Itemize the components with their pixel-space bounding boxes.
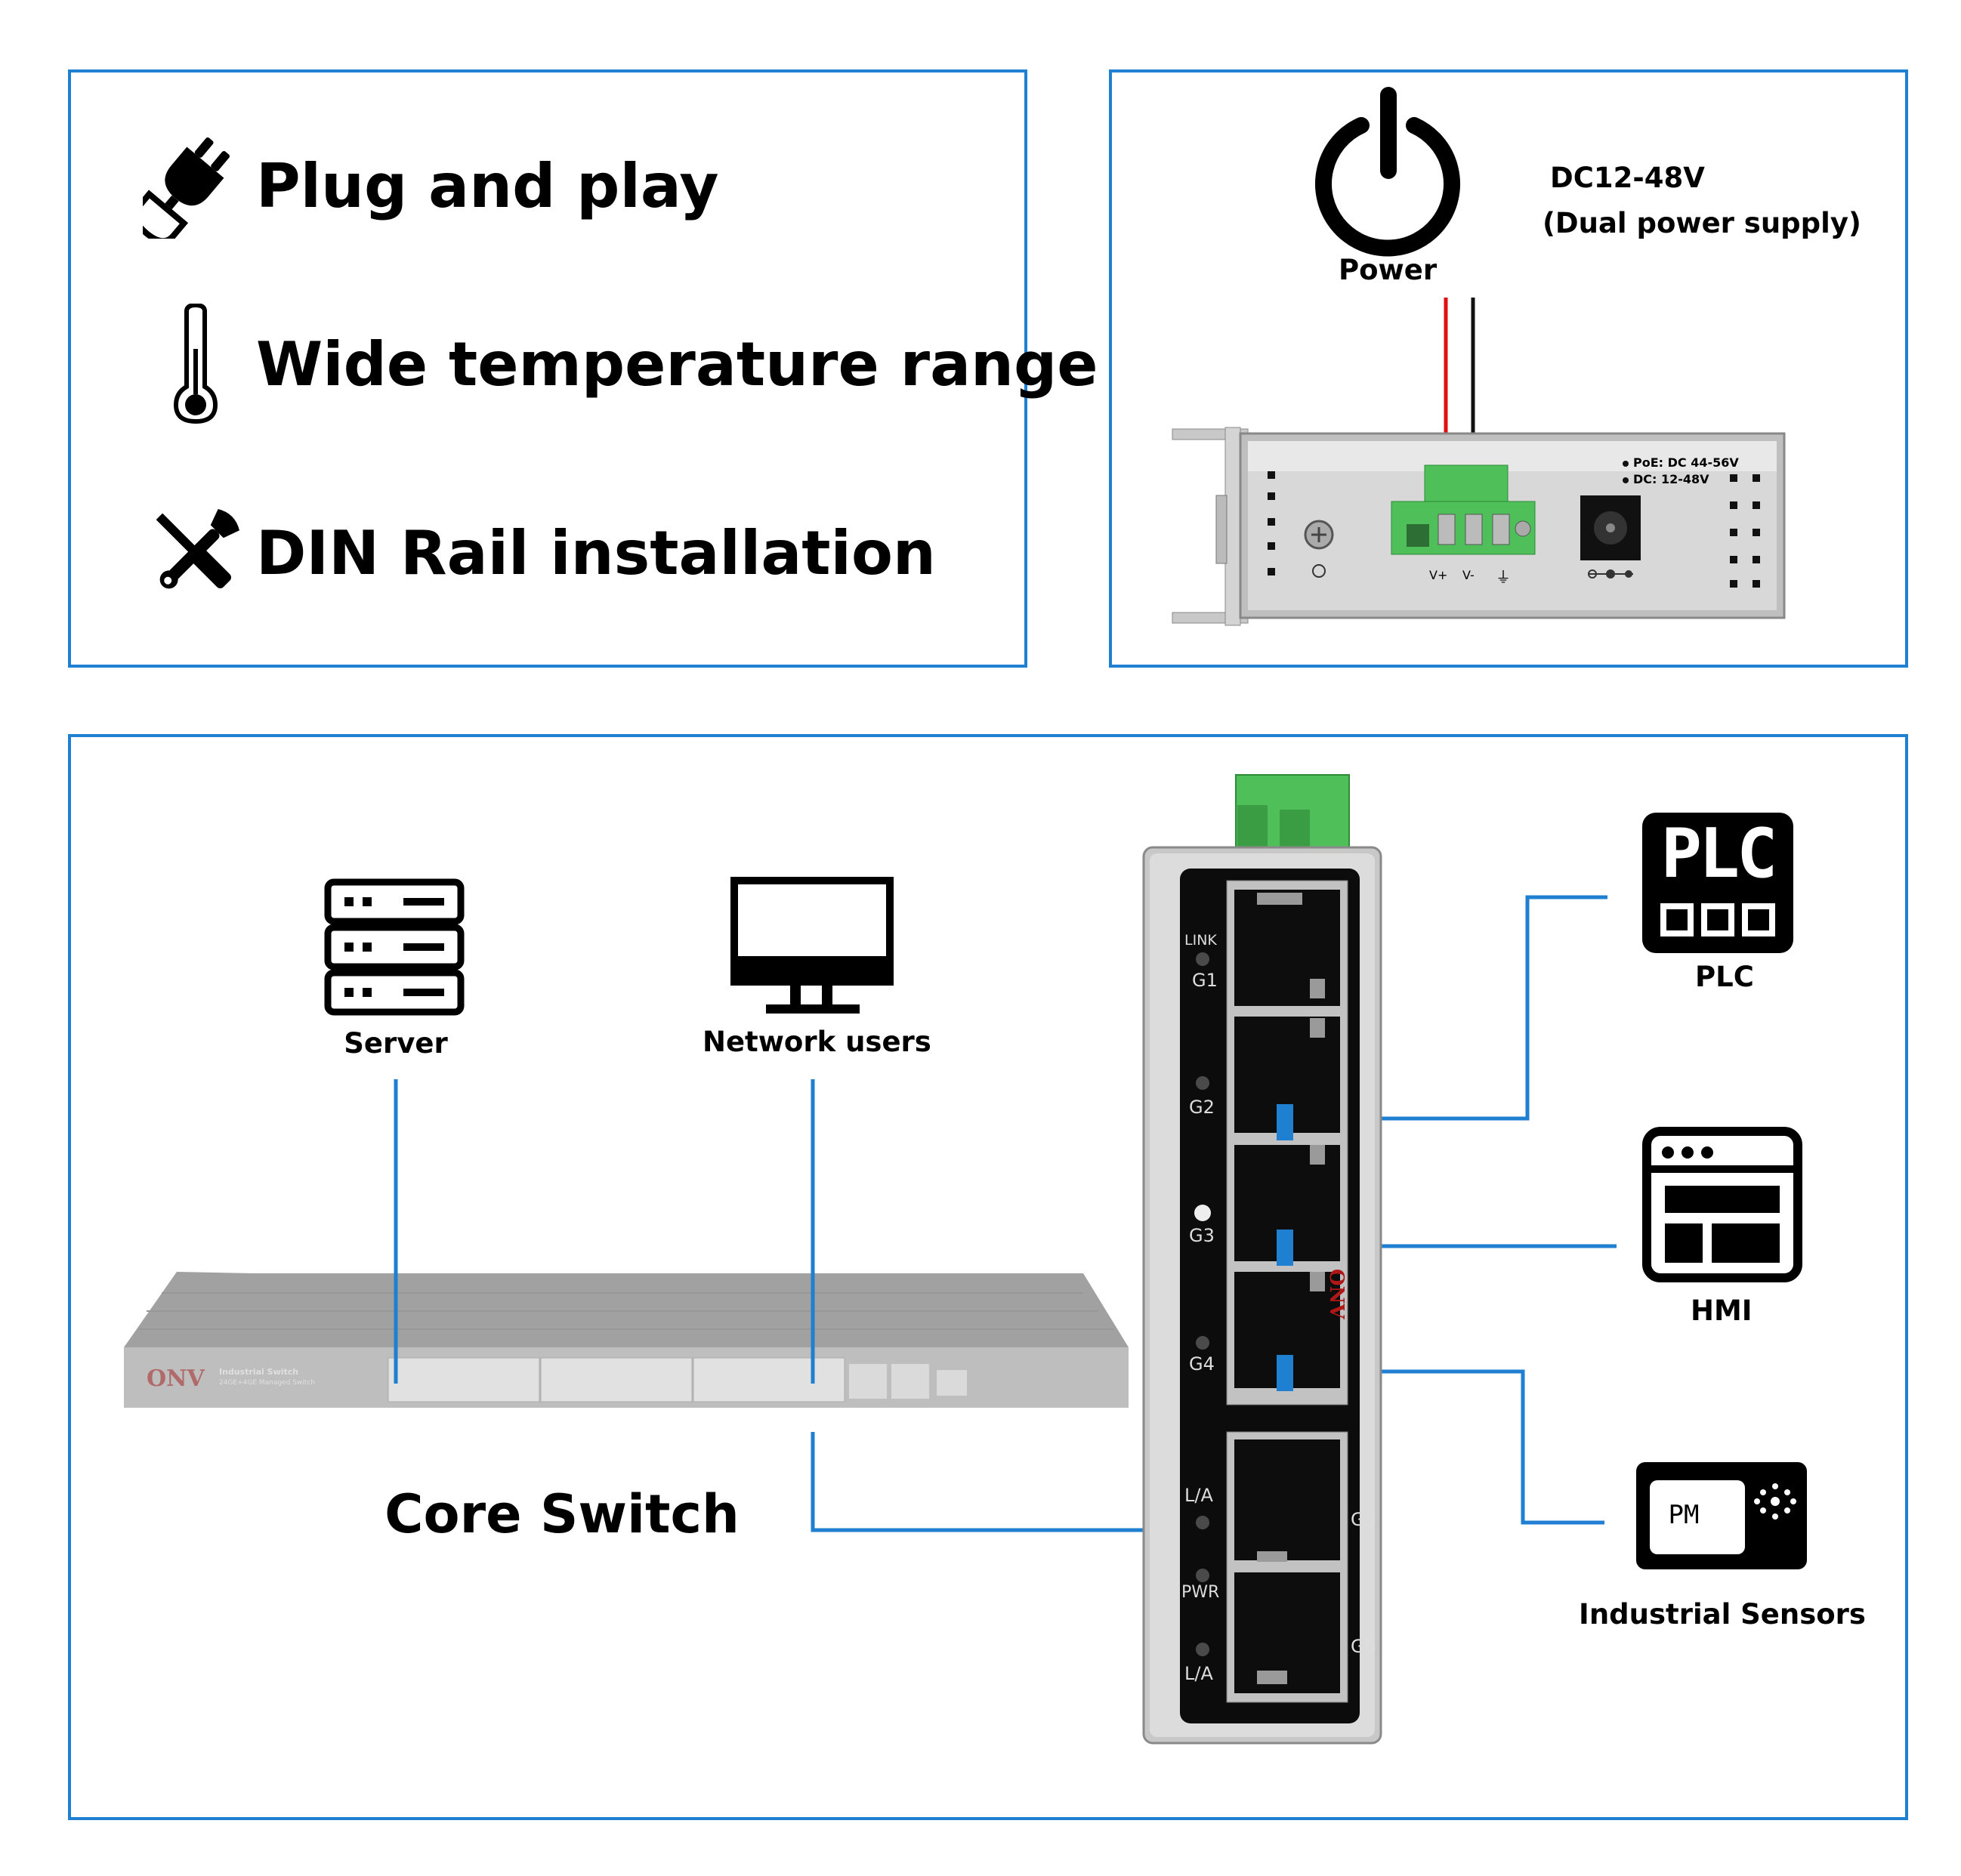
port-label-la-bottom: L/A: [1184, 1663, 1213, 1684]
port-label-link: LINK: [1184, 932, 1217, 949]
thermometer-icon: [135, 304, 256, 424]
plc-label: PLC: [1695, 961, 1754, 993]
server-label: Server: [344, 1027, 448, 1060]
poe-spec: PoE: DC 44-56V: [1633, 455, 1739, 470]
ground-screw: [1304, 520, 1334, 578]
network-panel: PLC PM Server Network users Core Switch …: [68, 734, 1908, 1820]
plc-icon: [1642, 813, 1793, 953]
terminal-block: [1391, 464, 1536, 555]
power-icon: [1315, 87, 1460, 257]
dc-spec: DC: 12-48V: [1633, 472, 1709, 486]
port-label-la-top: L/A: [1184, 1485, 1213, 1506]
port-g4-marker: [1277, 1355, 1293, 1391]
core-switch-brand: ONV: [147, 1365, 205, 1392]
hmi-icon: [1642, 1127, 1802, 1282]
core-to-g5-link: [811, 1432, 1284, 1532]
dc-jack: [1580, 495, 1641, 579]
plug-icon: [135, 125, 256, 246]
feature-plug-and-play: Plug and play: [135, 125, 719, 246]
feature-label: DIN Rail installation: [256, 517, 936, 588]
vent-dots-left: [1268, 471, 1275, 575]
port-g2-marker: [1277, 1104, 1293, 1140]
server-icon: [324, 878, 465, 1016]
terminal-label-vminus: V-: [1462, 568, 1475, 582]
port-g3-marker: [1277, 1230, 1293, 1266]
power-label: Power: [1339, 254, 1438, 286]
sensor-icon-text: PM: [1668, 1500, 1700, 1530]
core-switch-sub: 24GE+4GE Managed Switch: [219, 1379, 315, 1387]
connection-lines: [394, 895, 1617, 1532]
ground-symbol: ⏚: [1496, 568, 1511, 586]
sensors-label: Industrial Sensors: [1579, 1598, 1866, 1631]
feature-temperature: Wide temperature range: [135, 304, 1098, 424]
port-label-g3: G3: [1189, 1225, 1215, 1246]
rj45-lower-block: [1226, 1431, 1348, 1703]
din-switch-brand: ONV: [1325, 1269, 1348, 1319]
status-leds: [1194, 952, 1211, 1656]
port-label-pwr: PWR: [1181, 1583, 1220, 1602]
feature-din-rail: DIN Rail installation: [135, 492, 936, 613]
hmi-label: HMI: [1691, 1294, 1753, 1327]
din-clip: [1172, 427, 1249, 626]
port-label-g1: G1: [1192, 970, 1218, 991]
power-panel: Power DC12-48V (Dual power supply) PoE: …: [1109, 69, 1908, 668]
port-label-g2: G2: [1189, 1097, 1215, 1118]
port-label-g4: G4: [1189, 1353, 1215, 1375]
plc-icon-text: PLC: [1660, 814, 1778, 893]
plc-link: [1284, 895, 1607, 1121]
terminal-label-vplus: V+: [1429, 568, 1448, 582]
port-label-g5: G5: [1351, 1509, 1376, 1530]
monitor-icon: [730, 877, 894, 1014]
port-label-g6: G6: [1351, 1636, 1376, 1657]
sensor-icon: [1636, 1462, 1807, 1569]
feature-label: Wide temperature range: [256, 329, 1098, 400]
core-switch-label: Core Switch: [384, 1483, 740, 1545]
sensors-link: [1284, 1369, 1604, 1525]
features-panel: Plug and play Wide temperature range: [68, 69, 1098, 668]
switch-side-view: [1239, 432, 1786, 619]
rj45-upper-block: [1226, 880, 1348, 1405]
feature-label: Plug and play: [256, 150, 719, 221]
supply-note: (Dual power supply): [1543, 207, 1861, 239]
core-switch: [124, 1272, 1129, 1408]
core-switch-model: Industrial Switch: [219, 1367, 299, 1377]
voltage-label: DC12-48V: [1550, 162, 1705, 194]
vent-dots-right: [1730, 474, 1760, 588]
network-users-label: Network users: [703, 1026, 931, 1058]
tools-icon: [135, 492, 256, 613]
